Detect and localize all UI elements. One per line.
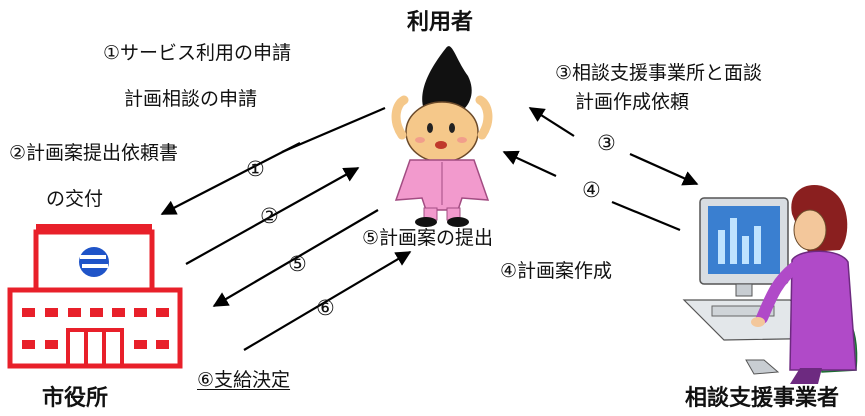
arrow-user-to-cityhall-1: [281, 106, 386, 154]
arrow-number-1: ①: [246, 157, 265, 181]
arrow-cityhall-to-user-6: [243, 251, 412, 351]
step4-label: ④計画案作成: [500, 260, 613, 282]
arrow-number-2: ②: [260, 204, 279, 228]
consultant-title: 相談支援事業者: [685, 386, 840, 411]
arrow-consultant-to-user-3a: [528, 107, 575, 137]
step2-label-line2: の交付: [46, 188, 104, 210]
arrow-number-6: ⑥: [316, 296, 335, 320]
step2-label-line1: ②計画案提出依頼書: [9, 142, 179, 164]
arrow-user-to-consultant-3: [629, 152, 699, 186]
arrow-number-3: ③: [597, 131, 616, 155]
arrow-consultant-to-user-4b: [611, 200, 681, 232]
arrow-cityhall-to-user-2: [185, 167, 360, 265]
arrow-user-to-cityhall-2: [160, 142, 301, 215]
step1-label-line2: 計画相談の申請: [124, 88, 258, 110]
step3-label-line2: 計画作成依頼: [575, 91, 690, 113]
step5-label: ⑤計画案の提出: [362, 227, 494, 249]
arrow-number-4: ④: [582, 178, 601, 202]
step3-label-line1: ③相談支援事業所と面談: [555, 62, 763, 84]
step1-label-line1: ①サービス利用の申請: [103, 42, 292, 64]
arrow-number-5: ⑤: [288, 252, 307, 276]
step6-label: ⑥支給決定: [197, 369, 291, 391]
city-hall-title: 市役所: [42, 386, 109, 411]
user-title: 利用者: [407, 10, 474, 35]
arrow-consultant-to-user-4a: [502, 150, 557, 177]
arrow-user-to-cityhall-5: [212, 209, 379, 307]
